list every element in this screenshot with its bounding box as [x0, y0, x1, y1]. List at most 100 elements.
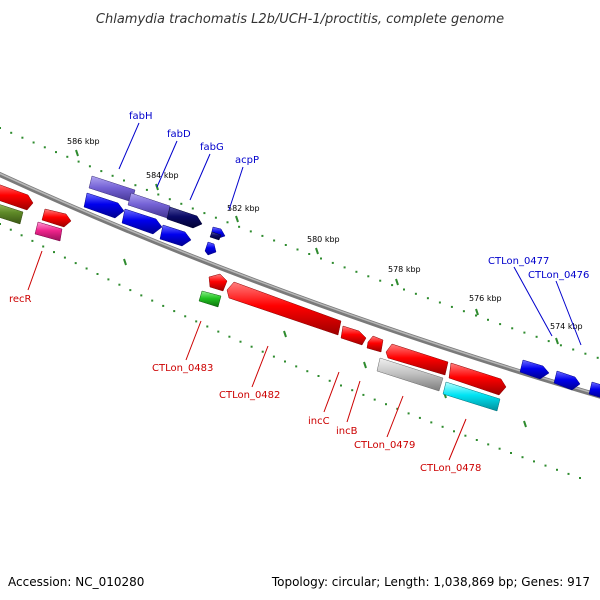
map-title: Chlamydia trachomatis L2b/UCH-1/proctiti… — [96, 12, 504, 27]
tick-dot — [88, 165, 91, 168]
label-incC[interactable]: incC — [308, 416, 330, 427]
tick-dot — [385, 403, 387, 406]
tick-dot — [284, 244, 287, 246]
leader-CTLon_0483 — [185, 320, 202, 361]
gene-left-red-upper[interactable] — [0, 183, 34, 211]
tick-dot — [426, 297, 429, 300]
major-tick — [235, 215, 239, 223]
tick-dot — [362, 393, 365, 396]
leader-fabD — [156, 140, 178, 188]
leader-CTLon_0476 — [555, 280, 582, 346]
tick-dot — [10, 131, 13, 134]
tick-dot — [584, 352, 587, 355]
tick-dot — [129, 289, 132, 292]
gene-CTLon_0479[interactable] — [376, 357, 444, 392]
label-incB[interactable]: incB — [336, 426, 358, 437]
tick-dot — [572, 348, 575, 351]
label-CTLon_0482[interactable]: CTLon_0482 — [219, 390, 280, 401]
tick-dot — [168, 198, 171, 201]
tick-dot — [340, 384, 342, 387]
tick-dot — [32, 141, 35, 144]
tick-dot — [228, 335, 231, 338]
genome-summary-text: Topology: circular; Length: 1,038,869 bp… — [271, 575, 590, 589]
leader-CTLon_0477 — [513, 266, 553, 337]
gene-recR-pink[interactable] — [34, 221, 63, 242]
tick-dot — [453, 430, 455, 433]
major-tick — [283, 330, 287, 338]
gene-incB[interactable] — [366, 335, 384, 353]
tick-dot — [559, 344, 562, 347]
gene-left-olive[interactable] — [0, 203, 24, 225]
gene-incC[interactable] — [340, 325, 367, 346]
gene-CTLon_0482[interactable] — [226, 281, 342, 336]
gene-CTLon_0479-red[interactable] — [385, 343, 449, 376]
label-fabG[interactable]: fabG — [200, 142, 224, 153]
major-tick — [75, 149, 79, 157]
tick-dot — [191, 207, 194, 210]
tick-dot — [418, 416, 421, 419]
tick-dot — [0, 127, 1, 129]
major-tick — [555, 337, 559, 345]
tick-dot — [579, 477, 581, 479]
gene-CTLon_0477[interactable] — [519, 359, 550, 380]
label-CTLon_0479[interactable]: CTLon_0479 — [354, 440, 415, 451]
tick-dot — [373, 398, 376, 401]
tick-dot — [140, 294, 143, 297]
gene-fabG-upper[interactable] — [166, 206, 203, 229]
tick-dot — [43, 146, 46, 149]
major-tick — [475, 308, 479, 316]
tick-dot — [403, 288, 405, 291]
gene-CTLon_0483[interactable] — [198, 290, 222, 308]
tick-dot — [464, 434, 467, 437]
leader-CTLon_0482 — [251, 345, 269, 388]
label-CTLon_0476[interactable]: CTLon_0476 — [528, 270, 589, 281]
tick-dot — [206, 325, 209, 328]
label-fabD[interactable]: fabD — [167, 129, 191, 140]
tick-dot — [42, 245, 45, 248]
label-fabH[interactable]: fabH — [129, 111, 153, 122]
label-recR[interactable]: recR — [9, 294, 32, 305]
tick-dot — [320, 257, 322, 260]
tick-dot — [273, 239, 276, 242]
gene-acpP-upper-2[interactable] — [209, 231, 222, 241]
gene-blue-d[interactable] — [204, 241, 217, 256]
gene-recR-red[interactable] — [41, 208, 72, 228]
kbp-label-586: 586 kbp — [67, 137, 100, 146]
gene-CTLon_0483-red[interactable] — [208, 273, 228, 292]
tick-dot — [31, 239, 34, 242]
label-acpP[interactable]: acpP — [235, 155, 259, 166]
tick-dot — [9, 228, 12, 231]
tick-dot — [441, 425, 444, 428]
tick-dot — [355, 270, 358, 273]
tick-dot — [343, 266, 346, 269]
tick-dot — [53, 251, 55, 254]
gene-blue-c[interactable] — [159, 224, 192, 247]
leader-CTLon_0478 — [448, 418, 467, 461]
leader-fabH — [118, 122, 140, 170]
tick-dot — [487, 318, 489, 321]
tick-dot — [521, 456, 524, 459]
tick-dot — [396, 407, 399, 410]
gene-blue-b[interactable] — [121, 208, 163, 235]
major-tick — [315, 247, 319, 255]
gene-CTLon_0478-red[interactable] — [448, 362, 507, 396]
gene-CTLon_0476[interactable] — [553, 370, 581, 391]
label-CTLon_0483[interactable]: CTLon_0483 — [152, 363, 213, 374]
tick-dot — [145, 188, 148, 191]
label-CTLon_0477[interactable]: CTLon_0477 — [488, 256, 549, 267]
tick-dot — [238, 225, 241, 228]
leader-acpP — [228, 166, 244, 211]
tick-dot — [21, 136, 24, 139]
gene-blue-a[interactable] — [83, 192, 125, 219]
tick-dot — [567, 472, 570, 475]
label-CTLon_0478[interactable]: CTLon_0478 — [420, 463, 481, 474]
major-tick — [123, 258, 127, 266]
gene-CTLon_0478[interactable] — [442, 381, 501, 412]
tick-dot — [134, 184, 137, 187]
tick-dot — [118, 283, 121, 286]
gene-edge-blue[interactable] — [588, 381, 600, 398]
tick-dot — [261, 350, 264, 353]
tick-dot — [295, 365, 298, 368]
tick-dot — [308, 253, 311, 255]
tick-dot — [0, 223, 1, 225]
